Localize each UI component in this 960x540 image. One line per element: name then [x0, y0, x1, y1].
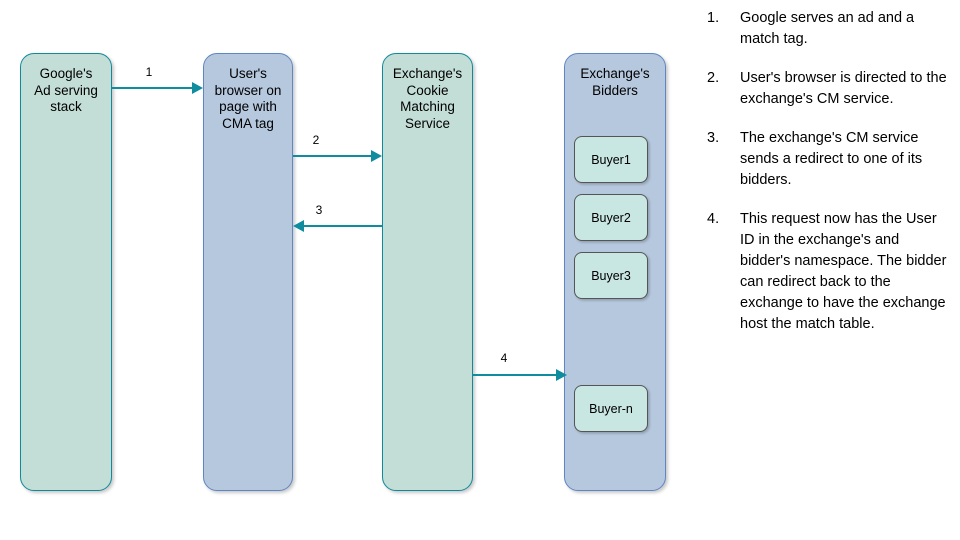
- node-google-ad-serving-stack-label: Google's Ad serving stack: [34, 66, 98, 114]
- legend-item-4-number: 4.: [707, 211, 720, 227]
- arrow-2-label: 2: [312, 133, 320, 147]
- legend-item-3: 3. The exchange's CM service sends a red…: [707, 128, 952, 191]
- legend-item-2: 2. User's browser is directed to the exc…: [707, 68, 952, 110]
- arrow-1-line: [112, 87, 194, 90]
- node-buyer-3[interactable]: Buyer3: [574, 252, 648, 299]
- legend-item-1: 1. Google serves an ad and a match tag.: [707, 8, 952, 50]
- node-buyer-n[interactable]: Buyer-n: [574, 385, 648, 432]
- node-exchange-bidders-label: Exchange's Bidders: [580, 66, 650, 98]
- arrow-4-line: [473, 374, 558, 377]
- legend-list: 1. Google serves an ad and a match tag. …: [707, 8, 952, 353]
- arrow-1-head-icon: [192, 82, 203, 94]
- node-user-browser-label: User's browser on page with CMA tag: [214, 66, 282, 131]
- arrow-4-label: 4: [500, 351, 508, 365]
- legend-item-2-text: User's browser is directed to the exchan…: [740, 70, 947, 107]
- arrow-3-head-icon: [293, 220, 304, 232]
- legend-item-1-text: Google serves an ad and a match tag.: [740, 10, 915, 47]
- legend-item-3-number: 3.: [707, 130, 720, 146]
- arrow-1-label: 1: [145, 65, 153, 79]
- legend-item-4: 4. This request now has the User ID in t…: [707, 209, 952, 335]
- node-exchange-cookie-matching-service[interactable]: Exchange's Cookie Matching Service: [382, 53, 473, 491]
- legend-item-2-number: 2.: [707, 70, 720, 86]
- arrow-3-label: 3: [315, 203, 323, 217]
- legend-item-1-number: 1.: [707, 10, 720, 26]
- arrow-4-head-icon: [556, 369, 567, 381]
- legend-item-3-text: The exchange's CM service sends a redire…: [740, 130, 923, 188]
- node-buyer-1[interactable]: Buyer1: [574, 136, 648, 183]
- node-exchange-cookie-matching-service-label: Exchange's Cookie Matching Service: [392, 66, 463, 131]
- node-google-ad-serving-stack[interactable]: Google's Ad serving stack: [20, 53, 112, 491]
- legend-item-4-text: This request now has the User ID in the …: [740, 211, 947, 332]
- node-buyer-2[interactable]: Buyer2: [574, 194, 648, 241]
- arrow-3-line: [304, 225, 383, 228]
- arrow-2-head-icon: [371, 150, 382, 162]
- node-user-browser[interactable]: User's browser on page with CMA tag: [203, 53, 293, 491]
- arrow-2-line: [293, 155, 373, 158]
